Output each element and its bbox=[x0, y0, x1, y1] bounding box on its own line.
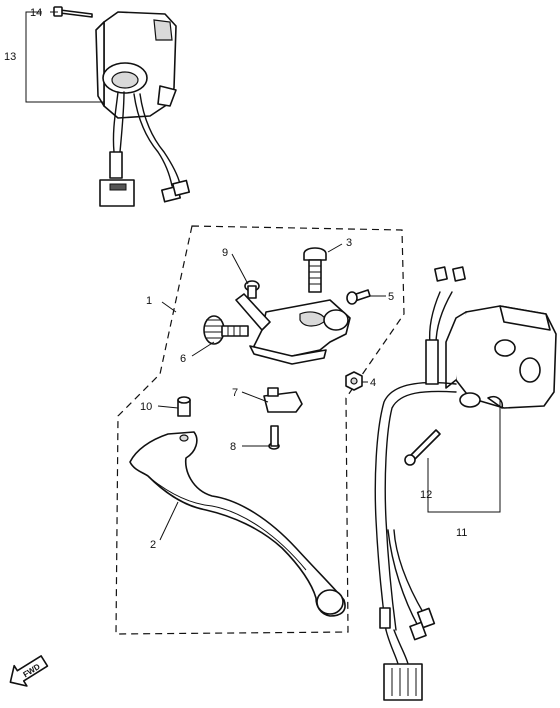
nut-4 bbox=[345, 371, 363, 391]
callout-8: 8 bbox=[230, 441, 236, 453]
callout-11: 11 bbox=[456, 527, 467, 539]
callout-13: 13 bbox=[4, 51, 16, 63]
switch-7 bbox=[263, 387, 303, 413]
bolt-3 bbox=[303, 247, 327, 293]
assembly-boundary bbox=[115, 225, 405, 635]
lever-holder bbox=[235, 293, 351, 365]
callout-10: 10 bbox=[140, 401, 152, 413]
bolt-5 bbox=[346, 289, 371, 305]
callout-2: 2 bbox=[150, 539, 156, 551]
right-switch-assembly bbox=[374, 266, 557, 701]
callout-7: 7 bbox=[232, 387, 238, 399]
collar-10 bbox=[177, 396, 191, 417]
callout-5: 5 bbox=[388, 291, 394, 303]
callout-12: 12 bbox=[420, 489, 432, 501]
fwd-arrow-icon: FWD bbox=[9, 655, 49, 687]
callout-9: 9 bbox=[222, 247, 228, 259]
screw-9 bbox=[244, 280, 260, 299]
screw-8 bbox=[268, 425, 280, 450]
callout-3: 3 bbox=[346, 237, 352, 249]
callout-6: 6 bbox=[180, 353, 186, 365]
callout-14: 14 bbox=[30, 7, 42, 19]
callout-4: 4 bbox=[370, 377, 376, 389]
adjuster-6 bbox=[203, 315, 249, 345]
callout-1: 1 bbox=[146, 295, 152, 307]
left-switch-assembly bbox=[53, 6, 191, 207]
clutch-lever bbox=[129, 431, 346, 617]
